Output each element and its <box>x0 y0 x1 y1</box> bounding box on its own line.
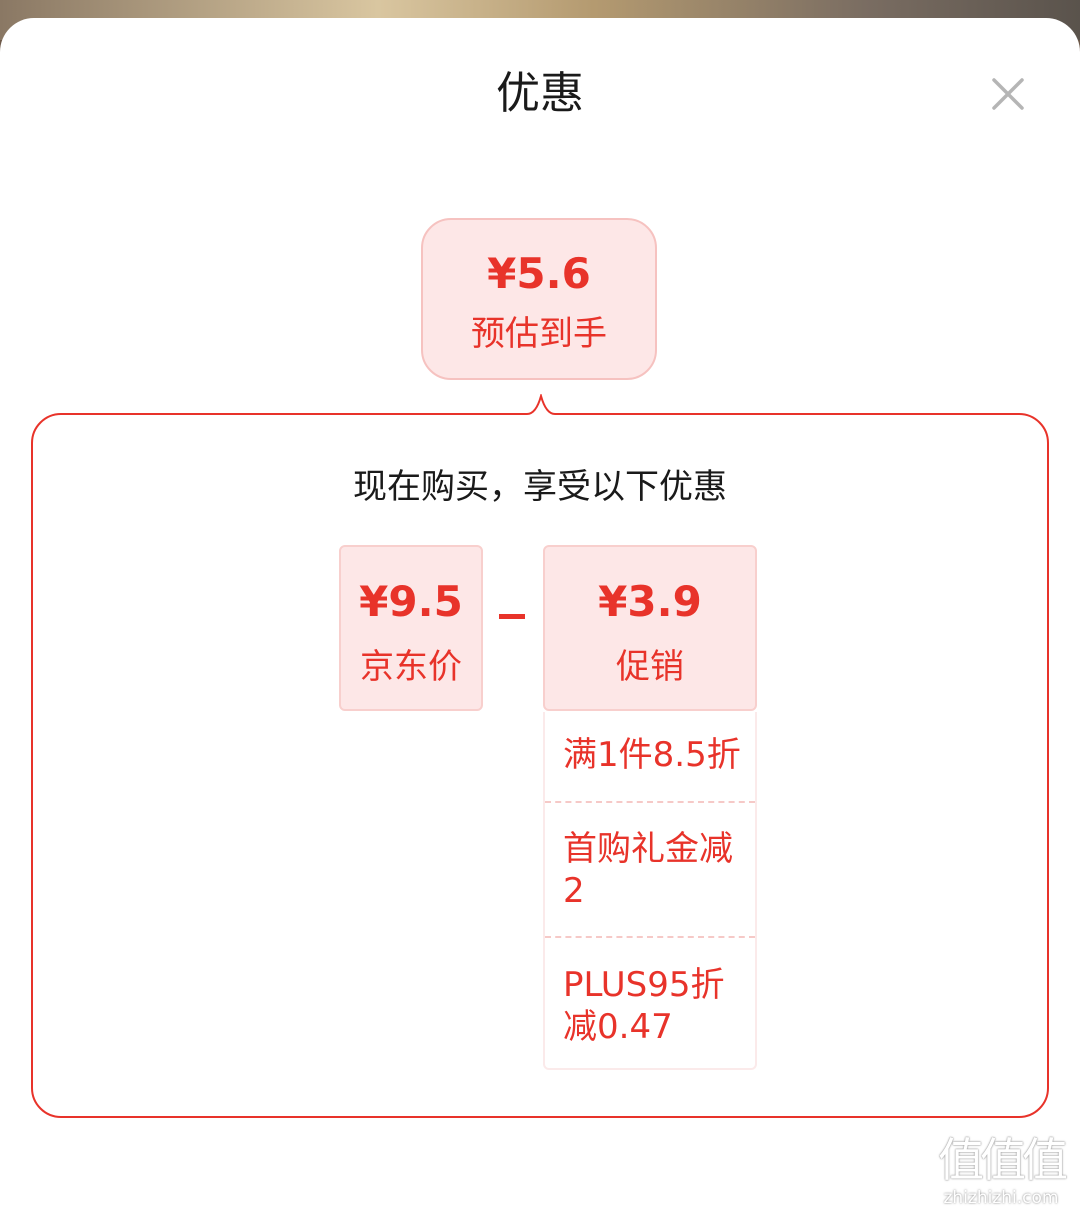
promotion-item: 满1件8.5折 <box>563 735 741 775</box>
promotion-divider <box>545 801 755 803</box>
estimated-price-label: 预估到手 <box>471 314 607 354</box>
watermark: 值值值 zhizhizhi.com <box>928 1132 1074 1212</box>
jd-price-card: ¥9.5 京东价 <box>339 545 483 711</box>
sheet-title: 优惠 <box>496 68 584 119</box>
promotion-item: PLUS95折减0.47 <box>563 965 725 1047</box>
promotion-value: ¥3.9 <box>598 577 702 626</box>
promotion-label: 促销 <box>616 647 684 687</box>
promotion-divider <box>545 936 755 938</box>
minus-sign <box>499 614 525 619</box>
close-icon[interactable] <box>986 72 1030 116</box>
promotion-card: ¥3.9 促销 <box>543 545 757 711</box>
estimated-price: ¥5.6 <box>487 249 591 298</box>
promotion-item: 首购礼金减2 <box>563 829 733 911</box>
discount-detail-box <box>31 413 1049 1118</box>
watermark-logo: 值值值 <box>938 1133 1068 1187</box>
promotion-list: 满1件8.5折 首购礼金减2 PLUS95折减0.47 <box>543 712 757 1070</box>
watermark-url: zhizhizhi.com <box>943 1188 1059 1208</box>
discount-heading: 现在购买，享受以下优惠 <box>353 467 727 507</box>
jd-price-label: 京东价 <box>360 647 462 687</box>
estimated-price-bubble: ¥5.6 预估到手 <box>421 218 657 380</box>
detail-box-pointer <box>514 394 568 416</box>
jd-price-value: ¥9.5 <box>359 577 463 626</box>
